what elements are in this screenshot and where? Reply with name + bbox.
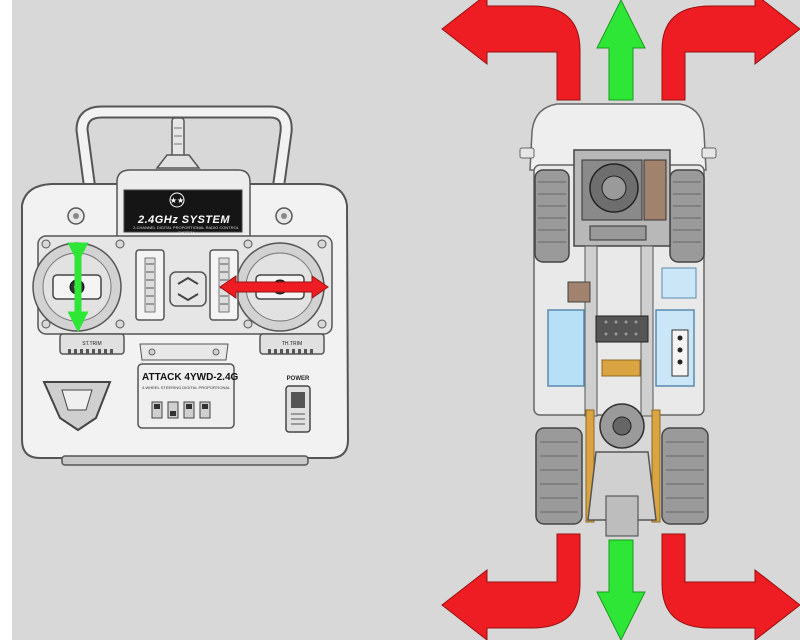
trim-tray-right-label: TH.TRIM xyxy=(281,341,303,347)
trim-slider-left xyxy=(135,249,165,321)
power-label: POWER xyxy=(286,376,310,382)
brand-fineprint: 2-CHANNEL DIGITAL PROPORTIONAL RADIO CON… xyxy=(133,225,239,235)
forward-left-arrow-icon xyxy=(441,0,581,101)
reverse-left-arrow-icon xyxy=(441,533,581,640)
model-fineprint: 4-WHEEL STEERING DIGITAL PROPORTIONAL xyxy=(142,385,231,390)
stick-horizontal-arrow-icon xyxy=(219,275,329,299)
power-switch xyxy=(285,385,311,433)
svg-text:★★: ★★ xyxy=(170,196,184,205)
truck-chassis xyxy=(519,103,717,537)
rc-transmitter: ★★ xyxy=(21,105,350,466)
center-button xyxy=(169,271,207,307)
forward-right-arrow-icon xyxy=(661,0,800,101)
battery-box xyxy=(547,309,585,387)
dip-switches xyxy=(151,401,211,419)
brand-plate xyxy=(123,189,243,233)
trim-tray-right xyxy=(259,333,325,355)
diagram-panel: ★★ xyxy=(12,0,800,640)
brand-logo-icon xyxy=(169,192,185,208)
illustration: ★★ xyxy=(21,0,800,640)
reverse-right-arrow-icon xyxy=(661,533,800,640)
forward-arrow-icon xyxy=(596,0,646,101)
rear-wheels xyxy=(535,427,709,525)
trim-tray-left-label: ST.TRIM xyxy=(82,341,102,347)
trim-tray-left xyxy=(59,333,125,355)
brand-label: 2.4GHz SYSTEM xyxy=(137,214,231,226)
reverse-arrow-icon xyxy=(596,539,646,640)
model-label: ATTACK 4YWD-2.4G xyxy=(142,372,239,383)
antenna xyxy=(171,117,185,159)
